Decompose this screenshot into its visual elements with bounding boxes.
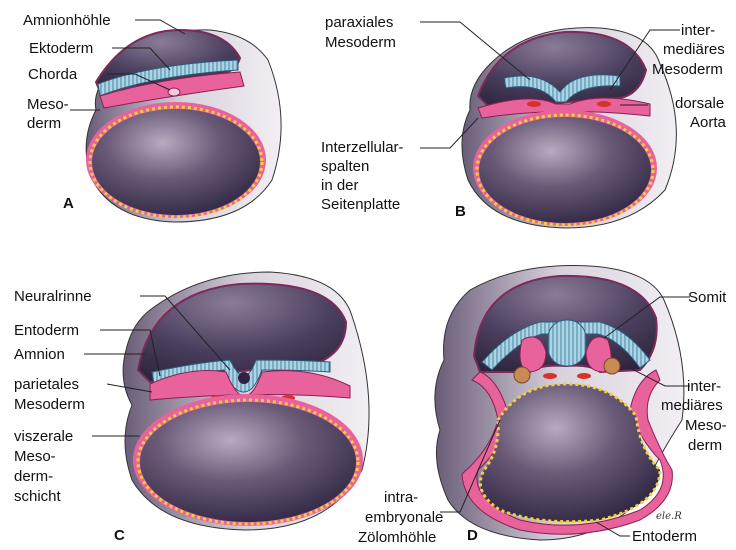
label-dorsal-aorta-1: dorsale [675,95,724,112]
panel-c: Neuralrinne Entoderm Amnion parietales M… [14,272,369,544]
label-entoderm: Entoderm [14,322,79,339]
panel-letter-c: C [114,527,125,544]
panel-letter-a: A [63,195,74,212]
label-intra-1: intra- [384,489,418,506]
neural-tube [548,320,586,366]
label-intermediate-4: derm [688,437,722,454]
panel-b: paraxiales Mesoderm inter- mediäres Meso… [321,14,727,228]
intermediate-mesoderm-right [604,358,620,374]
yolk-cavity [92,109,260,215]
label-visceral-2: Meso- [14,448,56,465]
chorda [168,88,180,96]
label-parietal-1: parietales [14,376,79,393]
yolk-cavity [479,117,651,223]
label-amnion: Amnion [14,346,65,363]
label-mesoderm-line-1: Meso- [27,96,69,113]
panel-a: Amnionhöhle Ektoderm Chorda Meso- derm A [23,12,281,222]
label-spalten-4: Seitenplatte [321,196,400,213]
label-visceral-4: schicht [14,488,62,505]
label-intra-2: embryonale [365,509,443,526]
dorsal-aorta-right [597,101,611,107]
label-intermediate-1: inter- [681,22,715,39]
dorsal-aorta-right [577,373,591,379]
label-intermediate-1: inter- [687,378,721,395]
label-intermediate-2: mediäres [661,397,723,414]
label-spalten-2: spalten [321,158,369,175]
label-paraxial-1: paraxiales [325,14,393,31]
artist-signature: ele.R [656,511,682,522]
dorsal-aorta-left [527,101,541,107]
label-spalten-3: in der [321,177,359,194]
label-intra-3: Zölomhöhle [358,529,436,546]
label-neuralrinne: Neuralrinne [14,288,92,305]
label-paraxial-2: Mesoderm [325,34,396,51]
label-spalten-1: Interzellular- [321,139,404,156]
dorsal-aorta-left [543,373,557,379]
yolk-cavity [140,402,356,522]
label-dorsal-aorta-2: Aorta [690,114,727,131]
label-intermediate-3: Mesoderm [652,61,723,78]
label-somit: Somit [688,289,727,306]
label-intermediate-2: mediäres [663,41,725,58]
label-entoderm: Entoderm [632,528,697,545]
panel-d: Somit inter- mediäres Meso- derm intra- … [358,266,727,547]
label-chorda: Chorda [28,66,78,83]
label-visceral-1: viszerale [14,428,73,445]
label-ektoderm: Ektoderm [29,40,93,57]
panel-letter-b: B [455,203,466,220]
label-intermediate-3: Meso- [685,417,727,434]
label-visceral-3: derm- [14,468,53,485]
label-mesoderm-line-2: derm [27,115,61,132]
panel-letter-d: D [467,527,478,544]
label-parietal-2: Mesoderm [14,396,85,413]
neural-groove [238,372,250,384]
label-amnionhoehle: Amnionhöhle [23,12,111,29]
intermediate-mesoderm-left [514,367,530,383]
